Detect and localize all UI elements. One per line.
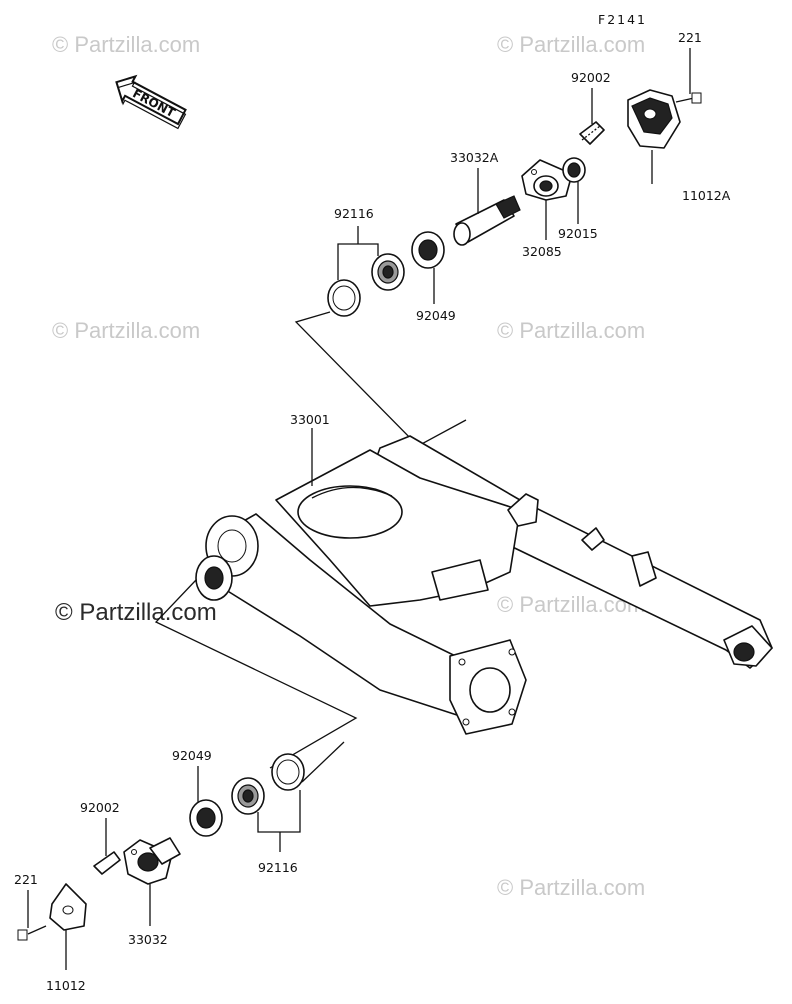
watermark-text: © Partzilla.com [497,32,645,57]
part-92049-seal-bottom [189,799,223,837]
part-11012A-cap [627,89,681,149]
part-32085-flange [521,159,573,201]
label-92116-bottom: 92116 [258,860,298,875]
part-92116-bearing-bottom [231,753,305,815]
label-221-bottom: 221 [14,872,38,887]
watermark-text: © Partzilla.com [497,318,645,343]
front-arrow-icon: FRONT [115,74,187,130]
label-221-top: 221 [678,30,702,45]
diagram-code: F2141 [598,12,647,27]
label-92116-top: 92116 [334,206,374,221]
part-33032A-shaft [453,195,521,246]
watermark-text: © Partzilla.com [55,599,217,626]
part-92015-washer [562,157,586,183]
label-92002-top: 92002 [571,70,611,85]
part-92002-bolt-bottom [93,851,121,875]
part-221-bolt-bottom [17,925,47,941]
label-92049-bottom: 92049 [172,748,212,763]
watermark-text: © Partzilla.com [497,875,645,900]
part-33032-shaft [123,837,181,885]
label-11012A: 11012A [682,188,731,203]
watermarks: © Partzilla.com © Partzilla.com © Partzi… [52,32,645,900]
label-92049-top: 92049 [416,308,456,323]
label-92015: 92015 [558,226,598,241]
label-33001: 33001 [290,412,330,427]
part-92002-bolt-top [579,121,605,145]
label-33032A: 33032A [450,150,499,165]
label-92002-bottom: 92002 [80,800,120,815]
watermark-text: © Partzilla.com [52,32,200,57]
watermark-text: © Partzilla.com [52,318,200,343]
part-221-bolt-top [675,92,702,104]
label-33032: 33032 [128,932,168,947]
part-11012-cap [49,883,87,931]
part-92116-bearing-top [327,253,405,317]
label-11012: 11012 [46,978,86,993]
part-33001-swingarm [195,435,773,735]
label-32085: 32085 [522,244,562,259]
part-92049-seal-top [411,231,445,269]
